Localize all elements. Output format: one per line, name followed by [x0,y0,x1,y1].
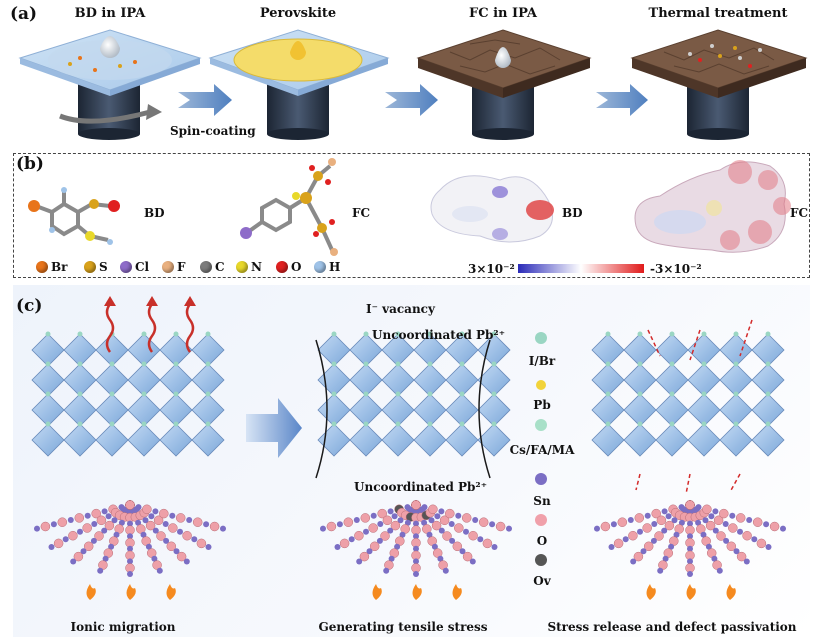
bd-molecule-label: BD [144,206,165,220]
scale-max-label: -3×10⁻² [650,262,702,276]
fc-esp-surface [634,160,791,253]
step-3-substrate [416,29,592,140]
passivation-bonds [635,319,753,495]
step-title-bd-in-ipa: BD in IPA [74,6,146,21]
legend-symbol: H [329,260,341,274]
legend-symbol: Cl [135,260,150,274]
sno2-substrate [320,500,512,577]
legend-ball [276,261,288,273]
i-vacancy-label: I⁻ vacancy [366,302,435,316]
legend-element-1: S [84,260,108,274]
legend-symbol: Br [51,260,68,274]
flame-icon [86,584,96,600]
legend-ball [84,261,96,273]
legend-o: O [536,534,548,548]
sno2-substrate [34,500,226,577]
legend-element-0: Br [36,260,67,274]
bd-esp-surface [430,175,554,243]
legend-ball [36,261,48,273]
fc-esp-label: FC [790,206,809,220]
panel-b-box [13,153,810,278]
step-title-perovskite: Perovskite [259,6,337,21]
flame-icon [646,584,656,600]
fc-molecule-label: FC [352,206,371,220]
legend-cs-fa-ma: Cs/FA/MA [509,443,575,457]
perovskite-lattice [591,331,785,457]
legend-ov: Ov [533,574,551,588]
legend-element-7: H [314,260,340,274]
flow-arrow-3 [596,84,648,116]
panel-b-label: (b) [16,154,44,174]
perovskite-lattice [317,331,511,457]
panel-b-molecules [28,158,791,273]
panel-a-illustration [18,29,808,140]
sno2-substrate [594,500,786,577]
legend-symbol: S [99,260,108,274]
flame-icon [412,584,422,600]
legend-ball [236,261,248,273]
legend-sn: Sn [533,494,551,508]
legend-element-4: C [200,260,225,274]
flame-icon [372,584,382,600]
panel-c-label: (c) [16,296,43,316]
legend-ball [120,261,132,273]
perovskite-lattice [31,331,225,457]
legend-symbol: O [291,260,302,274]
ion-escape-arrows [105,303,195,353]
esp-color-scale [518,264,644,273]
step-title-fc-in-ipa: FC in IPA [468,6,538,21]
spin-coating-label: Spin-coating [170,124,256,138]
flame-icon [166,584,176,600]
step-4-substrate [630,29,808,140]
caption-stress-release: Stress release and defect passivation [547,620,797,634]
flow-arrow-1 [178,84,232,116]
panel-a-label: (a) [10,4,38,24]
flame-icon [686,584,696,600]
panel-c-arrow [246,398,302,458]
legend-ball [200,261,212,273]
legend-element-6: O [276,260,301,274]
flow-arrow-2 [385,84,438,116]
step-2-substrate [208,29,390,140]
step-title-thermal-treatment: Thermal treatment [648,6,788,21]
uncoordinated-pb-top-label: Uncoordinated Pb²⁺ [372,328,506,342]
bd-esp-label: BD [562,206,583,220]
caption-tensile-stress: Generating tensile stress [318,620,488,634]
legend-element-5: N [236,260,262,274]
uncoordinated-pb-bottom-label: Uncoordinated Pb²⁺ [354,480,488,494]
legend-symbol: C [215,260,225,274]
legend-ball [314,261,326,273]
tensile-stress-lines [315,339,491,479]
step-1-substrate [18,29,202,140]
legend-ball [162,261,174,273]
panel-c-legend-balls [535,332,547,566]
flame-icon [726,584,736,600]
legend-symbol: N [251,260,262,274]
caption-ionic-migration: Ionic migration [70,620,176,634]
legend-element-2: Cl [120,260,149,274]
scale-min-label: 3×10⁻² [468,262,515,276]
legend-pb: Pb [533,398,551,412]
legend-element-3: F [162,260,186,274]
flame-icon [452,584,462,600]
flame-icon [126,584,136,600]
legend-symbol: F [177,260,186,274]
legend-i-br: I/Br [528,354,556,368]
